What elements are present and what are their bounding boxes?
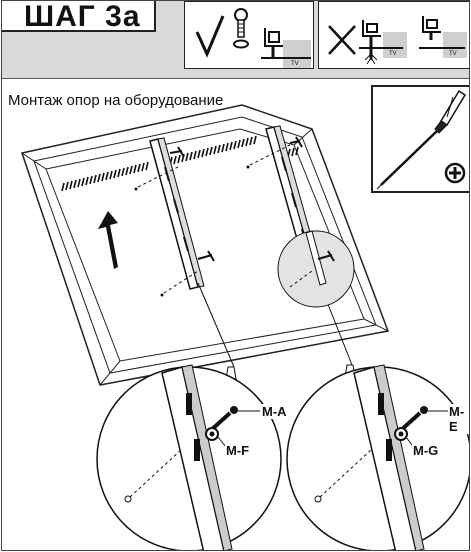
step-title: ШАГ 3a	[2, 0, 156, 33]
tv-inner-outline	[33, 116, 377, 374]
svg-text:TV: TV	[291, 61, 299, 67]
left-weight	[225, 366, 237, 380]
bracket-too-long-icon: TV	[359, 20, 407, 65]
callout-left-bolt: M-A	[261, 404, 288, 419]
callout-right-bolt: M-E	[448, 404, 469, 434]
screwdriver-icon	[376, 89, 467, 190]
left-bracket	[149, 137, 235, 368]
callout-right-washer: M-G	[412, 443, 440, 458]
section-title: Монтаж опор на оборудование	[8, 92, 224, 109]
legend-wrong-graphic: TV TV	[328, 16, 467, 65]
right-weight	[344, 364, 356, 378]
bracket-tv-icon: TV	[261, 28, 311, 68]
screwdriver-graphic	[376, 89, 467, 190]
legend-wrong-panel: TV TV	[318, 1, 469, 69]
checkmark-icon	[195, 15, 225, 58]
callout-left-washer: M-F	[225, 443, 251, 458]
tool-box	[371, 85, 469, 193]
screw-washer-icon	[233, 8, 249, 49]
svg-text:TV: TV	[449, 51, 457, 57]
phillips-head-icon	[444, 162, 466, 184]
detail-highlight	[277, 230, 355, 308]
arrow-up-icon	[98, 211, 118, 269]
svg-text:TV: TV	[389, 51, 397, 57]
tv-outline	[21, 104, 390, 386]
vent-slots	[61, 135, 299, 192]
tv-panel	[45, 128, 365, 362]
right-bracket	[265, 125, 353, 366]
cross-icon	[328, 25, 356, 55]
legend-correct-panel: TV	[184, 1, 314, 69]
screw-guides	[137, 144, 291, 294]
step-title-text: ШАГ 3a	[24, 0, 141, 33]
right-zoom-detail	[286, 364, 469, 550]
left-zoom-detail	[96, 364, 282, 550]
bracket-too-short-icon: TV	[419, 16, 467, 58]
legend-correct-graphic: TV	[195, 8, 311, 68]
